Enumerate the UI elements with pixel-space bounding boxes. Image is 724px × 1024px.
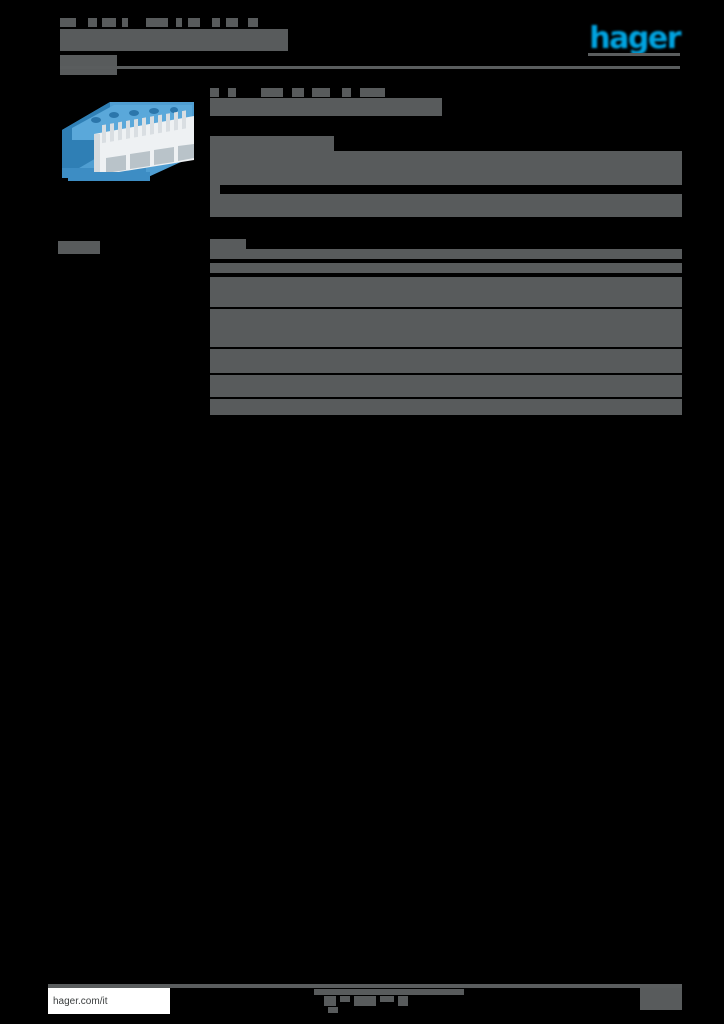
terminal-rail-foot	[68, 172, 150, 181]
document-title-kicker-segment	[122, 18, 128, 27]
product-caption	[58, 241, 100, 254]
footer-divider	[48, 984, 682, 988]
spec-row-label	[210, 194, 252, 217]
terminal-comb-teeth	[102, 110, 186, 144]
document-title-kicker-segment	[88, 18, 97, 27]
document-title-kicker-segment	[212, 18, 220, 27]
hager-logo: hager	[588, 21, 682, 56]
spec-row	[210, 185, 682, 194]
terminal-block-illustration	[62, 102, 194, 181]
page-footer: hager.com/it	[48, 988, 682, 1014]
spec-content-column	[210, 88, 682, 415]
spec-row	[210, 349, 682, 373]
spec-row	[210, 277, 682, 307]
spec-row	[210, 327, 682, 347]
document-title-block	[60, 18, 390, 75]
header-divider	[60, 66, 680, 69]
hager-logo-underline	[588, 53, 680, 56]
spec-row	[210, 375, 682, 397]
section-kicker-segment	[360, 88, 385, 97]
spec-row	[210, 169, 682, 185]
spec-row-value	[254, 249, 640, 259]
spec-row-label	[210, 263, 246, 273]
spec-row-fill	[210, 349, 682, 373]
spec-row-label	[210, 375, 258, 397]
screw-hole	[149, 108, 159, 114]
footer-center-segment	[380, 996, 394, 1002]
spec-row-value	[254, 277, 682, 307]
section-kicker-segment	[228, 88, 236, 97]
section-kicker-segment	[261, 88, 283, 97]
section-kicker-segment	[312, 88, 330, 97]
spec-row	[210, 151, 682, 169]
footer-center-segment	[340, 996, 350, 1002]
section-kicker-segment	[210, 88, 219, 97]
spec-row-value	[334, 375, 682, 397]
footer-center-text	[314, 988, 464, 1014]
spec-row-label	[210, 309, 250, 327]
section-subheading	[210, 136, 334, 151]
spec-row-value	[256, 194, 682, 217]
screw-hole	[91, 117, 101, 123]
spec-row-value	[262, 263, 640, 273]
spec-row-label	[210, 327, 250, 347]
spec-row-label	[210, 151, 252, 169]
spec-row-label	[210, 169, 252, 185]
footer-center-segment	[314, 989, 464, 995]
document-title-kicker-segment	[226, 18, 238, 27]
section-heading	[210, 98, 442, 116]
footer-page-badge	[640, 988, 682, 1010]
section-kicker	[210, 88, 682, 97]
product-image	[52, 88, 202, 188]
section-kicker-segment	[292, 88, 304, 97]
spec-row-value	[260, 327, 682, 347]
spec-row-label	[210, 349, 250, 373]
screw-hole	[109, 112, 119, 118]
spec-row	[210, 249, 682, 259]
terminal-white-edge	[94, 134, 100, 176]
spec-row	[210, 399, 682, 415]
document-title-kicker-segment	[102, 18, 116, 27]
section-kicker-segment	[342, 88, 351, 97]
footer-url-box[interactable]: hager.com/it	[48, 988, 170, 1014]
spec-row	[210, 239, 682, 249]
document-subtitle	[60, 55, 117, 75]
footer-url-label: hager.com/it	[53, 995, 108, 1007]
spec-row-value	[256, 151, 682, 169]
document-title-kicker-segment	[146, 18, 168, 27]
spec-row-label	[210, 185, 220, 194]
spec-row-label	[210, 399, 250, 415]
spec-row	[210, 309, 682, 327]
spec-row-value	[320, 309, 682, 327]
spec-row	[210, 263, 682, 273]
footer-center-segment	[354, 996, 376, 1006]
screw-hole	[129, 110, 139, 116]
document-title-kicker-segment	[188, 18, 200, 27]
spec-row-label	[210, 249, 246, 259]
screw-hole	[170, 107, 178, 113]
footer-center-segment	[324, 996, 336, 1006]
footer-center-segment	[398, 996, 408, 1006]
document-title-kicker-segment	[60, 18, 76, 27]
spec-row-label	[210, 239, 246, 249]
spec-row-value	[256, 169, 682, 185]
document-title-kicker-segment	[248, 18, 258, 27]
spec-row	[210, 194, 682, 217]
terminal-ports	[106, 144, 194, 173]
document-title	[60, 29, 288, 51]
document-title-kicker-segment	[176, 18, 182, 27]
spec-row-value	[320, 399, 682, 415]
spec-row-label	[210, 277, 246, 307]
document-title-kicker	[60, 18, 390, 28]
footer-center-segment	[328, 1007, 338, 1013]
hager-logo-wordmark: hager	[589, 21, 681, 56]
